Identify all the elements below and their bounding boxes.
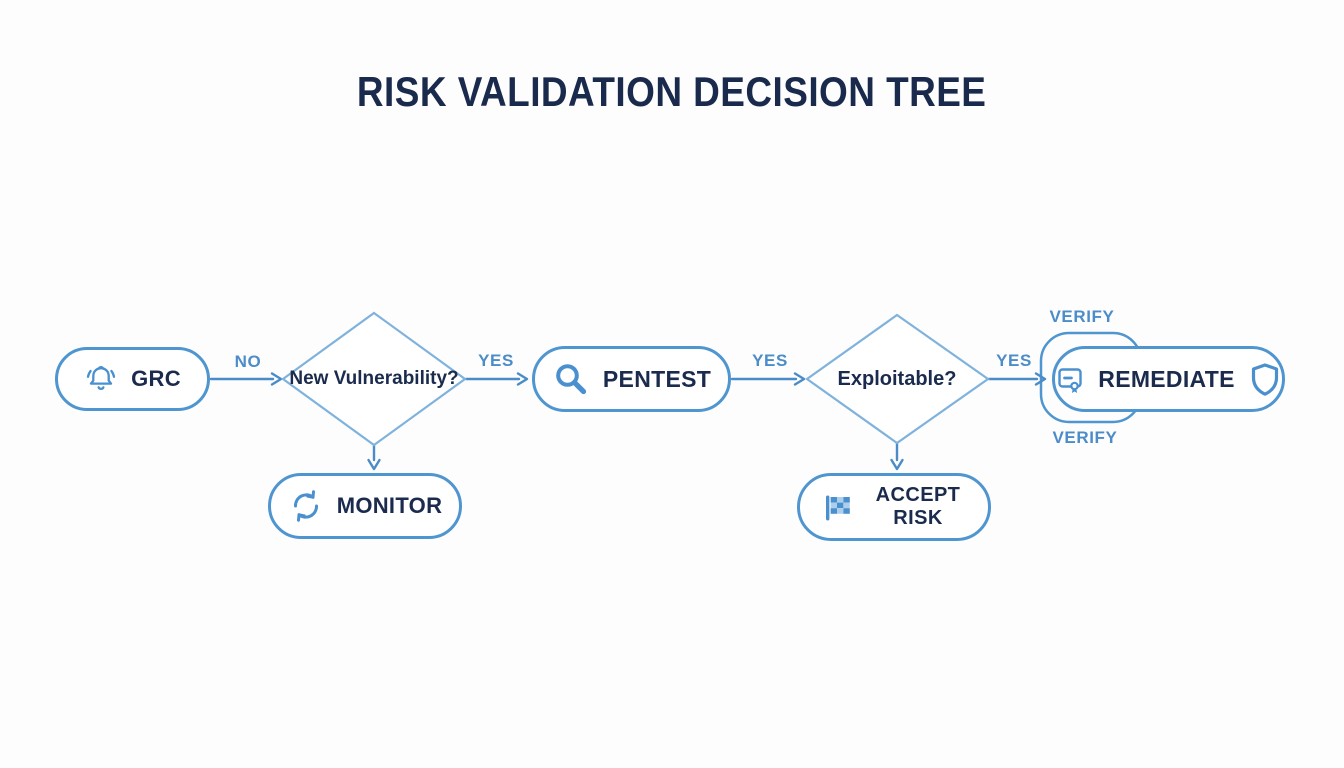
node-monitor-label: MONITOR [336, 493, 443, 518]
arrowhead-pentest-to-exploitable [793, 372, 806, 386]
refresh-icon [293, 490, 318, 522]
diamond-label-new-vulnerability: New Vulnerability? [289, 368, 459, 390]
node-accept-risk-label: ACCEPT RISK [875, 484, 961, 529]
arrowhead-new-vulnerability-to-pentest [516, 372, 529, 386]
verify-label-bottom: VERIFY [1052, 428, 1118, 447]
verify-label-top: VERIFY [1049, 307, 1115, 326]
arrowhead-new-vulnerability-to-monitor [367, 458, 381, 471]
node-monitor: MONITOR [268, 473, 462, 539]
certificate-icon [1058, 368, 1082, 393]
edge-label-yes-3: YES [996, 351, 1032, 370]
search-icon [556, 364, 587, 395]
node-remediate-label: REMEDIATE [1098, 365, 1235, 392]
edge-label-yes-2: YES [752, 351, 788, 370]
arrowhead-grc-to-new-vulnerability [270, 372, 283, 386]
title-row: RISK VALIDATION DECISION TREE [0, 68, 1344, 116]
diamond-new-vulnerability [281, 311, 467, 447]
arrowhead-exploitable-to-accept-risk [890, 458, 904, 471]
shield-icon [1251, 363, 1278, 396]
edge-label-no: NO [234, 352, 262, 371]
edge-label-yes-1: YES [478, 351, 514, 370]
node-pentest-label: PENTEST [602, 365, 712, 392]
diamond-exploitable [805, 313, 990, 445]
checkered-flag-icon [826, 495, 850, 521]
node-remediate: REMEDIATE [1052, 346, 1285, 412]
diamond-label-exploitable: Exploitable? [837, 367, 957, 390]
node-grc-label: GRC [131, 366, 181, 391]
arrowhead-exploitable-to-remediate [1034, 372, 1047, 386]
node-pentest: PENTEST [532, 346, 731, 412]
page-title: RISK VALIDATION DECISION TREE [357, 68, 987, 115]
bell-icon [86, 366, 116, 390]
node-grc: GRC [55, 347, 210, 411]
node-accept-risk: ACCEPT RISK [797, 473, 991, 541]
